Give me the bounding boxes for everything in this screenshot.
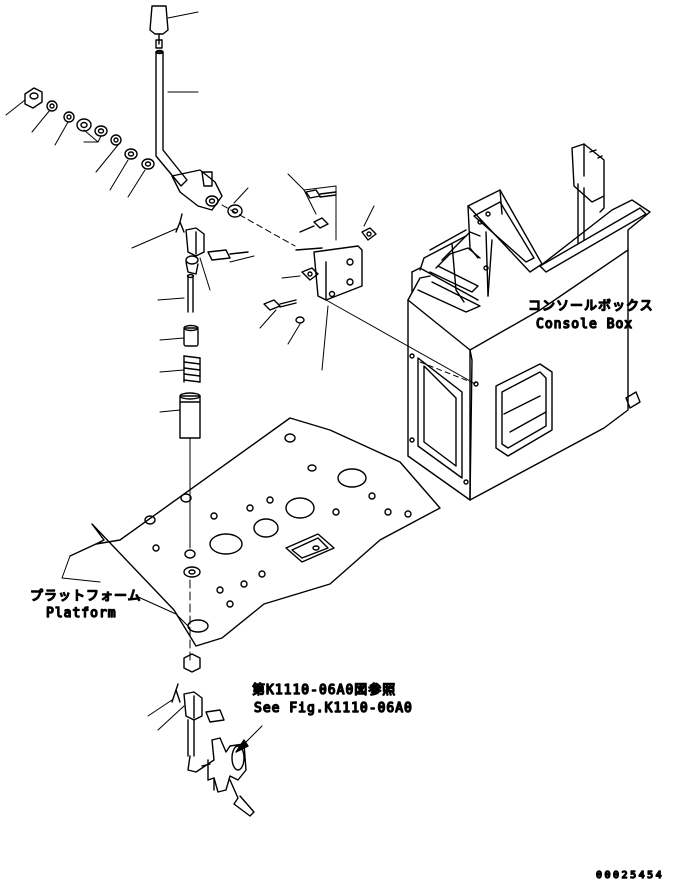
console-box-label-jp: コンソールボックス [528, 299, 654, 314]
console-box-label-en: Console Box [536, 317, 633, 332]
mounting-plate [313, 245, 363, 301]
lower-nut [183, 653, 201, 673]
clip-pin-joint [131, 213, 255, 291]
axis-washer [227, 187, 249, 218]
reference-label-jp: 第K1110-06A0図参照 [252, 682, 396, 698]
platform-label-en: Platform [46, 606, 117, 621]
nut-washer-stack [24, 87, 155, 170]
leader-lines-stack [5, 11, 199, 198]
lever-rod [155, 49, 188, 187]
platform-label-jp: プラットフォーム [30, 589, 142, 604]
assembly-axis-3 [419, 361, 477, 385]
tube [159, 392, 201, 439]
sleeve [159, 324, 199, 347]
reference-arrow [235, 725, 263, 753]
lever-knob [149, 5, 169, 49]
assembly-axis-1 [221, 204, 296, 247]
spring [159, 355, 201, 383]
lower-clip-joint-pin [147, 683, 225, 731]
assembly-axis-2 [325, 299, 473, 383]
console-box [407, 143, 651, 501]
lever-bracket [171, 169, 223, 211]
drawing-number: 00025454 [596, 870, 664, 881]
leader-lines-plate [259, 173, 375, 371]
lower-shaft-assembly [187, 719, 255, 817]
bolts [263, 189, 377, 324]
reference-label-en: See Fig.K1110-06A0 [254, 701, 413, 716]
linkage-rod [157, 273, 195, 313]
platform-plate [69, 417, 441, 647]
label-leaders [61, 555, 191, 629]
